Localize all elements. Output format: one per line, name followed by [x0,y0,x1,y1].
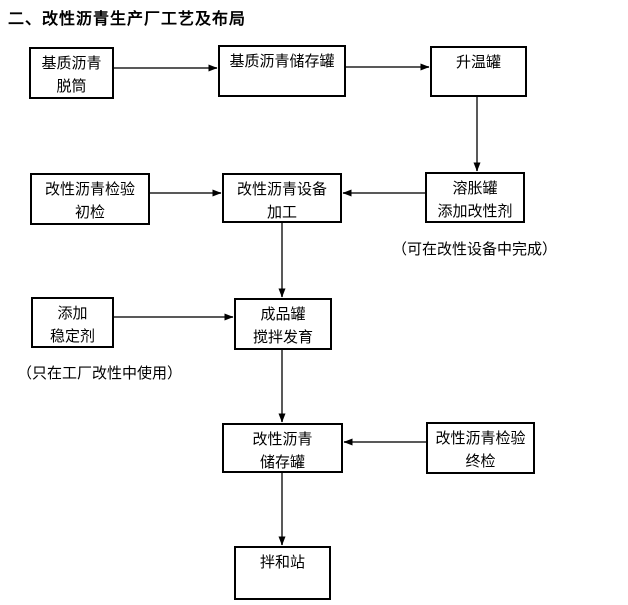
note-swelling: （可在改性设备中完成） [392,240,558,258]
node-label-line: 成品罐 [260,305,306,323]
node-modified-asphalt-initial-inspection: 改性沥青检验 初检 [30,173,150,225]
node-label-line: 改性沥青 [252,430,313,448]
node-heating-tank: 升温罐 [430,46,527,97]
node-base-asphalt-drum-unloading: 基质沥青 脱筒 [29,47,114,99]
node-swelling-tank-add-modifier: 溶胀罐 添加改性剂 [425,172,525,223]
node-label-line: 改性沥青检验 [44,180,135,198]
node-modified-asphalt-storage-tank: 改性沥青 储存罐 [222,423,343,473]
node-label-line: 添加改性剂 [437,202,513,220]
node-label-line: 搅拌发育 [252,328,313,346]
node-label-line: 脱筒 [56,77,87,95]
node-label-line: 终检 [465,452,496,470]
node-label-line: 升温罐 [455,53,501,71]
node-label-line: 溶胀罐 [452,179,498,197]
node-label-line: 改性沥青设备 [236,180,327,198]
node-finished-product-tank-stirring: 成品罐 搅拌发育 [234,298,332,350]
node-label-line: 加工 [266,203,297,221]
page-title: 二、改性沥青生产厂工艺及布局 [8,9,247,28]
node-label-line: 拌和站 [259,553,305,571]
node-label-line: 基质沥青储存罐 [229,52,335,70]
node-modified-asphalt-equipment-processing: 改性沥青设备 加工 [222,173,342,223]
node-modified-asphalt-final-inspection: 改性沥青检验 终检 [426,422,535,474]
node-label-line: 改性沥青检验 [435,429,526,447]
node-label-line: 基质沥青 [41,54,102,72]
node-label-line: 初检 [74,203,105,221]
node-label-line: 稳定剂 [49,327,95,345]
note-stabilizer: （只在工厂改性中使用） [17,364,183,382]
node-mixing-plant: 拌和站 [234,546,331,600]
node-label-line: 添加 [57,304,88,322]
node-add-stabilizer: 添加 稳定剂 [31,297,114,348]
node-base-asphalt-storage-tank: 基质沥青储存罐 [218,45,346,97]
node-label-line: 储存罐 [259,453,305,471]
